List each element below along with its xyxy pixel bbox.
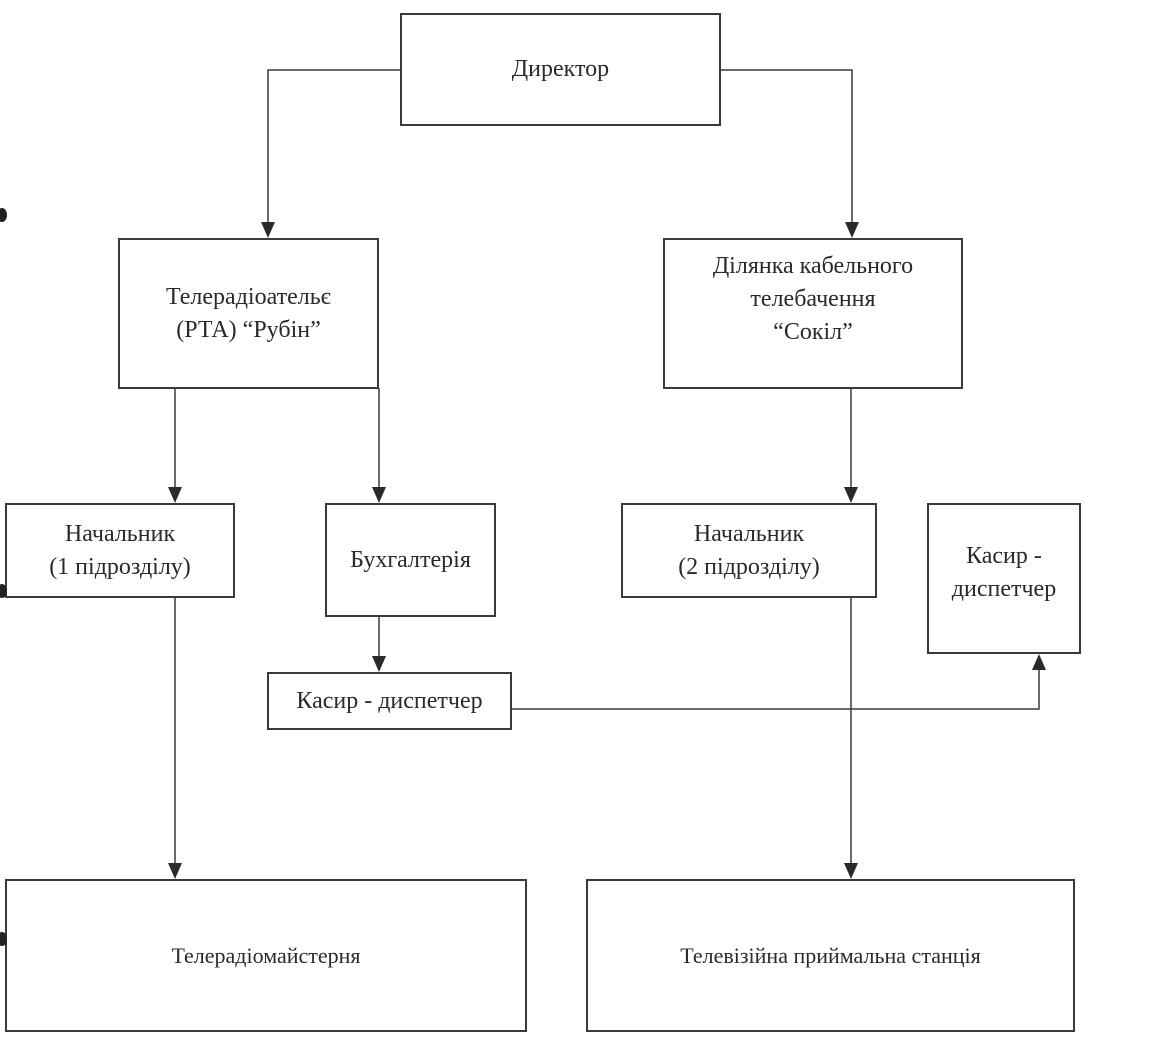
node-label: Ділянка кабельного телебачення “Сокіл”	[712, 253, 914, 345]
edge-cashier1-cashier2	[511, 670, 1040, 710]
arrowhead-head2	[844, 487, 858, 503]
node-head-unit-2: Начальник (2 підрозділу)	[621, 503, 877, 598]
node-accounting: Бухгалтерія	[325, 503, 496, 617]
node-tv-radio-workshop: Телерадіомайстерня	[5, 879, 527, 1032]
node-cashier-dispatcher-1: Касир - диспетчер	[267, 672, 512, 730]
node-label: Бухгалтерія	[350, 546, 471, 573]
node-rta-rubin: Телерадіоательє (РТА) “Рубін”	[118, 238, 379, 389]
arrowhead-cable	[845, 222, 859, 238]
node-cashier-dispatcher-2: Касир - диспетчер	[927, 503, 1081, 654]
node-cable-tv-sokil: Ділянка кабельного телебачення “Сокіл”	[663, 238, 963, 389]
node-label: Телевізійна приймальна станція	[680, 943, 981, 968]
node-label: Телерадіомайстерня	[171, 943, 361, 968]
scan-artifact-mark	[0, 932, 7, 946]
node-label: Начальник (1 підрозділу)	[49, 520, 191, 580]
arrowhead-head1	[168, 487, 182, 503]
arrowhead-workshop	[168, 863, 182, 879]
node-label: Телерадіоательє (РТА) “Рубін”	[166, 283, 331, 343]
arrowhead-station	[844, 863, 858, 879]
node-head-unit-1: Начальник (1 підрозділу)	[5, 503, 235, 598]
arrowhead-cashier2	[1032, 654, 1046, 670]
scan-artifact-mark	[0, 584, 7, 598]
arrowhead-accounting	[372, 487, 386, 503]
node-tv-receiving-station: Телевізійна приймальна станція	[586, 879, 1075, 1032]
scan-artifact-mark	[0, 208, 7, 222]
node-director: Директор	[400, 13, 721, 126]
node-label: Касир - диспетчер	[296, 687, 483, 714]
edge-director-cable	[720, 69, 853, 222]
arrowhead-cashier1	[372, 656, 386, 672]
node-label: Директор	[511, 56, 610, 82]
node-label: Начальник (2 підрозділу)	[678, 520, 820, 580]
edge-director-rta	[267, 69, 400, 222]
node-label: Касир - диспетчер	[951, 543, 1057, 602]
arrowhead-rta	[261, 222, 275, 238]
